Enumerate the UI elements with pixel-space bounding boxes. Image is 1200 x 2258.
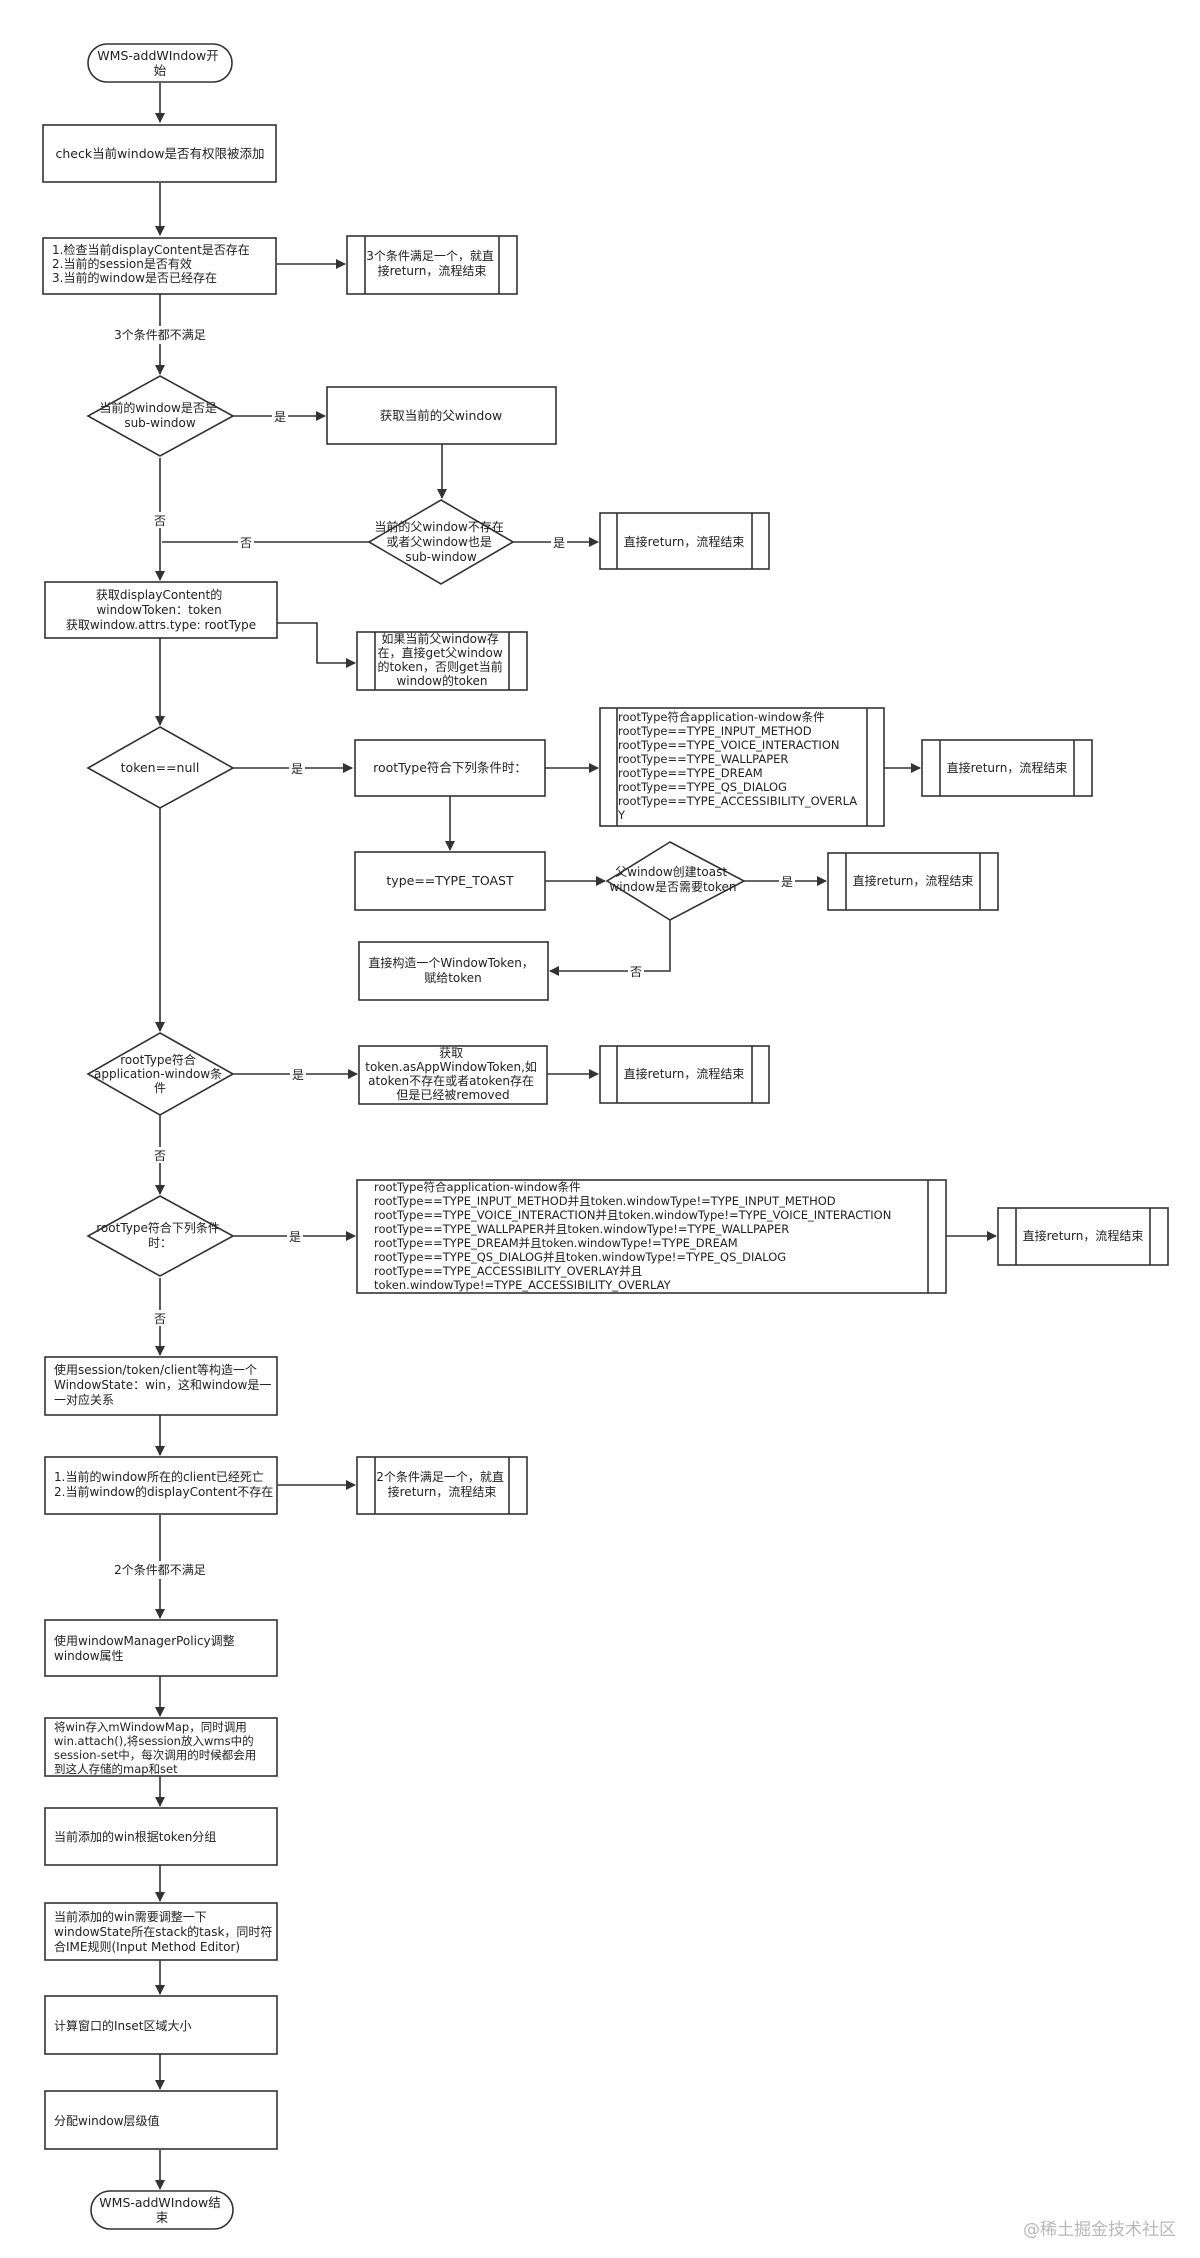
app-window-token-label: 获取 token.asAppWindowToken,如 atoken不存在或者a… xyxy=(365,1046,541,1102)
edge-needs-construct xyxy=(549,920,671,976)
watermark: @稀土掘金技术社区 xyxy=(1023,2220,1176,2240)
return-token-type-box xyxy=(997,1207,1169,1266)
root-app-window-diamond xyxy=(86,1032,235,1116)
token-null-label: token==null xyxy=(121,760,200,775)
edge-label-yes-sub-window: 是 xyxy=(274,410,286,424)
edge-label-three-not-met: 3个条件都不满足 xyxy=(114,328,206,342)
edge-label-yes-app-window: 是 xyxy=(292,1068,304,1082)
edge-label-two-not-met: 2个条件都不满足 xyxy=(114,1563,206,1577)
return-parent-label: 直接return，流程结束 xyxy=(624,534,745,549)
construct-token-label: 直接构造一个WindowToken， 赋给token xyxy=(368,955,537,985)
toast-needs-token-label: 父window创建toast window是否需要token xyxy=(609,865,736,894)
edge-label-no-sub-window: 否 xyxy=(154,514,166,528)
type-toast-label: type==TYPE_TOAST xyxy=(386,873,514,888)
get-token-box xyxy=(44,581,278,639)
compute-inset-box xyxy=(44,1995,278,2055)
return-app-label: 直接return，流程结束 xyxy=(624,1066,745,1081)
edges xyxy=(155,83,997,2190)
return-three-label: 3个条件满足一个，就直 接return，流程结束 xyxy=(366,249,497,278)
root-type-check-label: rootType符合下列条件时： xyxy=(373,760,527,775)
check-permission-label: check当前window是否有权限被添加 xyxy=(55,146,264,161)
parent-token-note-label: 如果当前父window存 在，直接get父window 的token，否则get… xyxy=(377,631,506,688)
edge-label-no-toast: 否 xyxy=(630,965,642,979)
return-app-box xyxy=(599,1045,770,1104)
assign-layer-label: 分配window层级值 xyxy=(54,2113,160,2128)
get-token-label: 获取displayContent的 windowToken：token 获取wi… xyxy=(66,587,256,632)
edge-label-yes-toast: 是 xyxy=(781,875,793,889)
parent-token-note-box xyxy=(356,631,528,691)
parent-invalid-diamond xyxy=(367,499,515,585)
return-toast-label: 直接return，流程结束 xyxy=(853,873,974,888)
edge-label-yes-parent: 是 xyxy=(553,536,565,550)
return-three-box xyxy=(346,235,518,295)
root-type-check-box xyxy=(354,739,546,797)
adjust-stack-label: 当前添加的win需要调整一下 windowState所在stack的task，同… xyxy=(54,1909,276,1954)
adjust-policy-box xyxy=(44,1619,278,1677)
edge-label-no-root-type: 否 xyxy=(154,1312,166,1326)
token-null-diamond xyxy=(86,726,235,809)
app-window-token-box xyxy=(358,1045,548,1105)
is-sub-window-label: 当前的window是否是 sub-window xyxy=(99,400,220,430)
edge-label-no-app-window: 否 xyxy=(154,1149,166,1163)
app-window-conditions-box xyxy=(599,707,885,827)
compute-inset-label: 计算窗口的Inset区域大小 xyxy=(54,2018,192,2033)
is-sub-window-diamond xyxy=(86,375,235,457)
return-two-label: 2个条件满足一个，就直 接return，流程结束 xyxy=(376,1470,507,1499)
get-parent-box xyxy=(326,386,557,445)
check-three-box xyxy=(42,237,277,295)
edge-label-yes-token-null: 是 xyxy=(291,762,303,776)
nodes: WMS-addWIndow开 始 check当前window是否有权限被添加 1… xyxy=(42,43,1169,2230)
start-terminator xyxy=(87,43,233,83)
edge-labels: 3个条件都不满足 是 否 否 是 是 否 是 是 否 是 否 2个条件都不满足 xyxy=(112,326,795,1579)
root-app-window-label: rootType符合 application-window条 件 xyxy=(94,1052,226,1095)
token-group-label: 当前添加的win根据token分组 xyxy=(54,1829,216,1844)
create-window-state-label: 使用session/token/client等构造一个 WindowState：… xyxy=(54,1362,275,1407)
token-type-conditions-label: rootType符合application-window条件 rootType=… xyxy=(374,1180,895,1292)
app-window-conditions-label: rootType符合application-window条件 rootType=… xyxy=(617,710,861,822)
return-conditions-box xyxy=(921,739,1093,797)
edge-token-note xyxy=(277,622,356,668)
token-type-conditions-box xyxy=(356,1179,947,1294)
return-two-box xyxy=(356,1456,528,1515)
return-parent-box xyxy=(599,512,770,570)
root-type-conditions2-diamond xyxy=(86,1195,235,1277)
root-type-conditions2-label: rootType符合下列条件 时： xyxy=(96,1220,223,1250)
end-label: WMS-addWIndow结 束 xyxy=(99,2195,224,2225)
get-parent-label: 获取当前的父window xyxy=(380,408,502,423)
create-window-state-box xyxy=(44,1356,278,1416)
start-label: WMS-addWIndow开 始 xyxy=(97,48,222,78)
check-three-label: 1.检查当前displayContent是否存在 2.当前的session是否有… xyxy=(52,242,254,285)
construct-token-box xyxy=(358,941,549,1001)
check-two-label: 1.当前的window所在的client已经死亡 2.当前window的disp… xyxy=(54,1469,273,1499)
return-conditions-label: 直接return，流程结束 xyxy=(947,760,1068,775)
assign-layer-box xyxy=(44,2090,278,2150)
edge-label-yes-root-type: 是 xyxy=(289,1230,301,1244)
end-terminator xyxy=(90,2190,234,2230)
adjust-stack-box xyxy=(44,1902,278,1961)
parent-invalid-label: 当前的父window不存在 或者父window也是 sub-window xyxy=(374,519,507,564)
store-win-box xyxy=(44,1717,278,1777)
type-toast-box xyxy=(354,851,546,911)
store-win-label: 将win存入mWindowMap，同时调用 win.attach(),将sess… xyxy=(54,1720,260,1776)
adjust-policy-label: 使用windowManagerPolicy调整 window属性 xyxy=(54,1633,238,1663)
return-toast-box xyxy=(827,852,999,911)
token-group-box xyxy=(44,1807,278,1866)
return-token-type-label: 直接return，流程结束 xyxy=(1023,1228,1144,1243)
check-permission-box xyxy=(42,124,277,183)
edge-label-no-parent: 否 xyxy=(240,536,252,550)
toast-needs-token-diamond xyxy=(605,841,746,921)
check-two-box xyxy=(44,1456,278,1515)
